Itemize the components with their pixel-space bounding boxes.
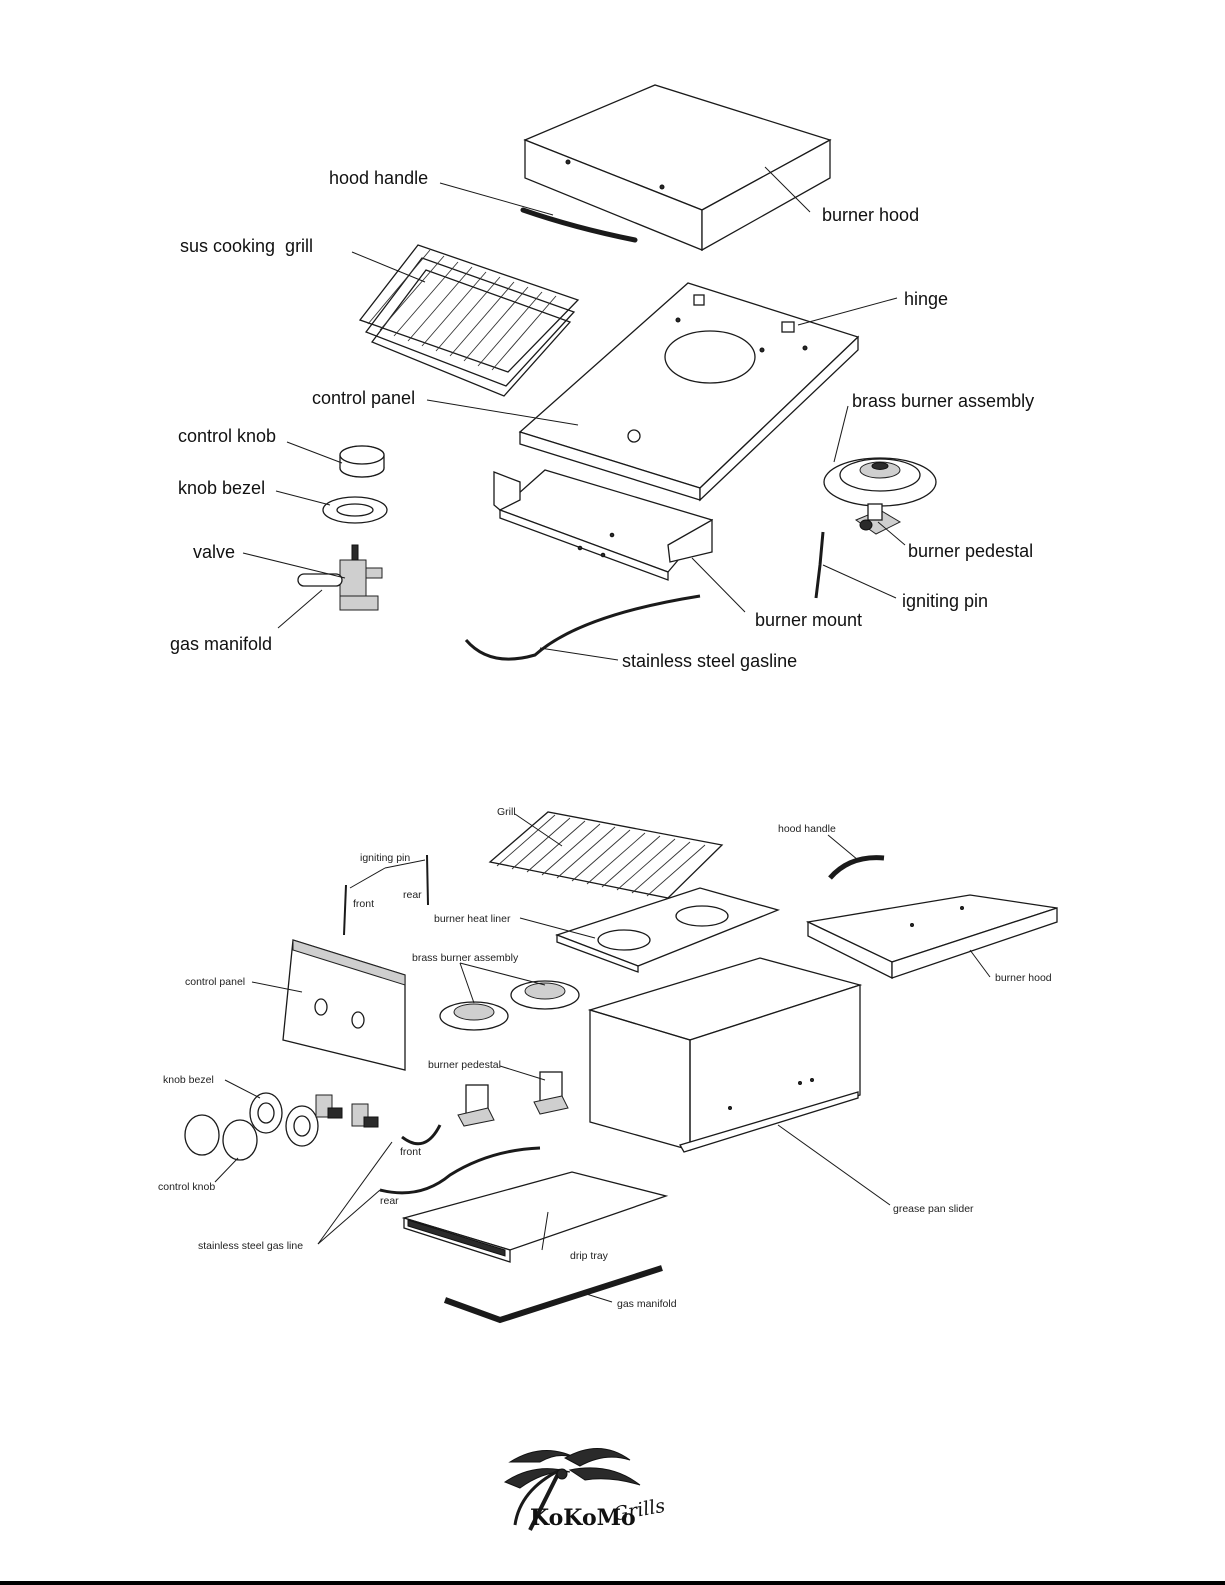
bottom-leader-lines bbox=[214, 813, 991, 1303]
bottom-igniting-pin-front-drawing bbox=[343, 884, 347, 936]
label-brass-burner-assembly-top: brass burner assembly bbox=[852, 391, 1034, 411]
top-burner-pedestal-drawing bbox=[854, 503, 902, 535]
page-bottom-rule bbox=[0, 1581, 1225, 1585]
top-control-panel-drawing bbox=[518, 282, 860, 502]
top-hood-handle-drawing bbox=[520, 207, 638, 243]
label-control-panel-bottom: control panel bbox=[185, 976, 245, 988]
top-burner-mount-drawing bbox=[493, 469, 714, 581]
top-brass-burner-drawing bbox=[823, 457, 937, 507]
label-control-panel-top: control panel bbox=[312, 388, 415, 408]
label-stainless-steel-gas-line-bottom: stainless steel gas line bbox=[198, 1240, 303, 1252]
top-cooking-grill-drawing bbox=[358, 244, 580, 397]
top-gasline-drawing bbox=[464, 594, 701, 661]
label-hinge-top: hinge bbox=[904, 289, 948, 309]
label-grill-bottom: Grill bbox=[497, 806, 516, 818]
label-brass-burner-assembly-bottom: brass burner assembly bbox=[412, 952, 519, 964]
palm-tree-icon bbox=[503, 1448, 641, 1531]
label-burner-hood-top: burner hood bbox=[822, 205, 919, 225]
bottom-valves-drawing bbox=[315, 1094, 379, 1128]
bottom-gas-line-front-drawing bbox=[401, 1124, 442, 1146]
label-igniting-pin-top: igniting pin bbox=[902, 591, 988, 611]
label-gas-manifold-bottom: gas manifold bbox=[617, 1298, 677, 1310]
bottom-drip-tray-drawing bbox=[401, 1171, 669, 1263]
bottom-exploded-diagram: Grill hood handle igniting pin front rea… bbox=[158, 806, 1058, 1324]
logo-brand-text: KoKoMo bbox=[530, 1505, 636, 1531]
top-control-knob-drawing bbox=[339, 445, 385, 478]
label-rear-bottom: rear bbox=[403, 889, 422, 901]
label-hood-handle-bottom: hood handle bbox=[778, 823, 836, 835]
label-grease-pan-slider-bottom: grease pan slider bbox=[893, 1203, 974, 1215]
logo-brand-suffix-text: Grills bbox=[612, 1495, 668, 1526]
label-igniting-pin-bottom: igniting pin bbox=[360, 852, 410, 864]
label-control-knob-bottom: control knob bbox=[158, 1181, 215, 1193]
top-leader-lines bbox=[242, 166, 906, 661]
label-burner-mount-top: burner mount bbox=[755, 610, 862, 630]
top-exploded-diagram: hood handle burner hood sus cooking gril… bbox=[170, 84, 1034, 671]
bottom-grill-drawing bbox=[488, 811, 724, 899]
top-knob-bezel-drawing bbox=[322, 496, 388, 524]
bottom-igniting-pin-rear-drawing bbox=[426, 854, 429, 906]
top-burner-hood-drawing bbox=[523, 84, 832, 252]
bottom-burner-hood-drawing bbox=[805, 894, 1058, 980]
label-knob-bezel-bottom: knob bezel bbox=[163, 1074, 214, 1086]
label-gas-front-bottom: front bbox=[400, 1146, 421, 1158]
bottom-knobs-bezels-drawing bbox=[184, 1092, 319, 1161]
top-igniting-pin-drawing bbox=[814, 531, 825, 599]
bottom-control-panel-drawing bbox=[282, 939, 406, 1071]
label-gas-rear-bottom: rear bbox=[380, 1195, 399, 1207]
label-valve-top: valve bbox=[193, 542, 235, 562]
label-hood-handle-top: hood handle bbox=[329, 168, 428, 188]
label-burner-pedestal-bottom: burner pedestal bbox=[428, 1059, 501, 1071]
label-burner-pedestal-top: burner pedestal bbox=[908, 541, 1033, 561]
label-gas-manifold-top: gas manifold bbox=[170, 634, 272, 654]
label-sus-cooking-grill-top: sus cooking grill bbox=[180, 236, 313, 256]
top-valve-drawing bbox=[297, 544, 383, 611]
bottom-heat-liner-drawing bbox=[555, 887, 781, 973]
label-burner-hood-bottom: burner hood bbox=[995, 972, 1052, 984]
label-knob-bezel-top: knob bezel bbox=[178, 478, 265, 498]
kokomo-grills-logo: KoKoMo Grills bbox=[503, 1448, 668, 1531]
bottom-grill-body-drawing bbox=[587, 957, 863, 1153]
label-drip-tray-bottom: drip tray bbox=[570, 1250, 609, 1262]
label-front-bottom: front bbox=[353, 898, 374, 910]
bottom-brass-burners-drawing bbox=[439, 980, 580, 1031]
bottom-gas-manifold-drawing bbox=[443, 1265, 663, 1324]
bottom-gas-line-rear-drawing bbox=[379, 1146, 541, 1195]
label-burner-heat-liner-bottom: burner heat liner bbox=[434, 913, 511, 925]
label-control-knob-top: control knob bbox=[178, 426, 276, 446]
bottom-hood-handle-drawing bbox=[828, 855, 885, 880]
label-stainless-steel-gasline-top: stainless steel gasline bbox=[622, 651, 797, 671]
bottom-burner-pedestals-drawing bbox=[457, 1071, 569, 1127]
